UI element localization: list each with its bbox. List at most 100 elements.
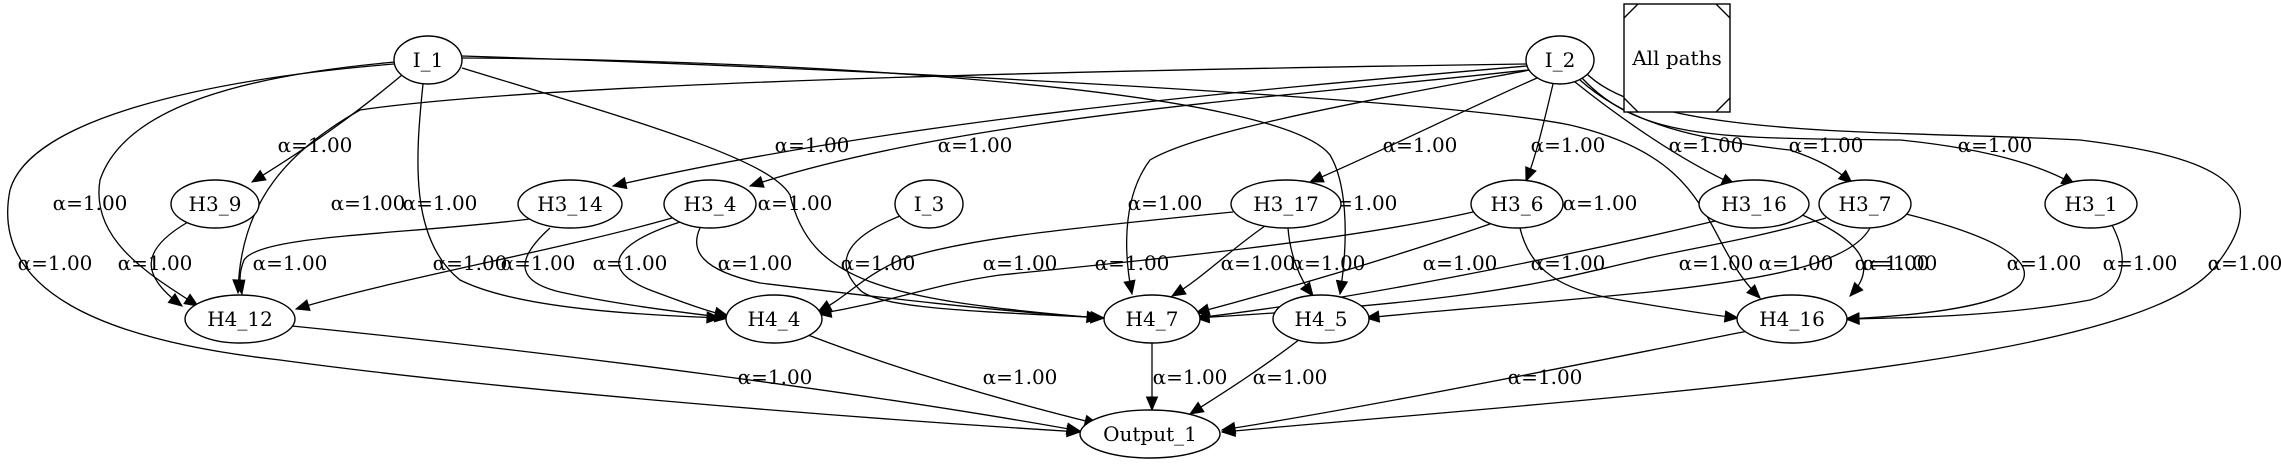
- edge-i3-to-h47: [845, 213, 1105, 319]
- edge-label-i1-to-h44: α=1.00: [403, 191, 478, 215]
- edges-layer: [7, 55, 2242, 438]
- edge-label-h37-to-h45: α=1.00: [1855, 251, 1930, 275]
- arrowhead-i2-to-h37: [1837, 169, 1853, 184]
- edge-label-h37-to-h416: α=1.00: [2007, 251, 2082, 275]
- node-i1: I_1: [393, 35, 463, 85]
- node-ellipse-h37: [1818, 179, 1912, 229]
- edge-label-i1-to-h39: α=1.00: [278, 133, 353, 157]
- arrowhead-h39-to-h412: [167, 292, 184, 307]
- node-h44: H4_4: [725, 294, 823, 344]
- arrowhead-i2-to-h36: [1525, 166, 1537, 183]
- node-label-i3: I_3: [914, 192, 945, 216]
- edge-h31-to-h416: [1845, 224, 2123, 320]
- arrowhead-i1-to-h45: [1335, 279, 1349, 296]
- edge-label-h47-to-output1: α=1.00: [1153, 365, 1228, 389]
- arrowhead-h37-to-h45: [1364, 310, 1381, 323]
- node-ellipse-h316: [1698, 179, 1810, 229]
- edge-label-h36-to-h47: α=1.00: [1423, 251, 1498, 275]
- edge-i1-to-output1: [7, 63, 1081, 433]
- edge-label-i2-to-h47: α=1.00: [1128, 191, 1203, 215]
- edge-label-h44-to-output1: α=1.00: [983, 365, 1058, 389]
- arrowhead-h45-to-output1: [1188, 401, 1205, 415]
- arrowhead-h37-to-h47: [1194, 310, 1210, 324]
- edge-i2-to-h316: [1574, 81, 1736, 186]
- arrowhead-i2-to-h34: [748, 175, 765, 188]
- edge-i1-to-h412: [98, 61, 396, 307]
- arrowhead-h317-to-h47: [1170, 283, 1187, 297]
- edge-label-i3-to-h47: α=1.00: [841, 251, 916, 275]
- edge-label-h316-to-h416: α=1.00: [1863, 251, 1938, 275]
- node-ellipse-h45: [1272, 294, 1370, 344]
- arrowhead-h317-to-h45: [1299, 281, 1314, 298]
- node-label-h47: H4_7: [1126, 307, 1179, 331]
- edge-h412-to-output1: [291, 325, 1081, 432]
- node-label-h34: H3_4: [684, 192, 737, 216]
- node-i3: I_3: [894, 179, 964, 229]
- edge-label-h36-to-h44: α=1.00: [1095, 251, 1170, 275]
- edge-h36-to-h416: [1519, 227, 1739, 319]
- edge-label-i2-to-h412: α=1.00: [331, 191, 406, 215]
- edge-label-i2-to-h36: α=1.00: [1531, 133, 1606, 157]
- edge-label-i2-to-h31: α=1.00: [1958, 133, 2033, 157]
- node-label-h37: H3_7: [1839, 192, 1892, 216]
- arrowhead-i1-to-h44: [706, 311, 722, 324]
- edge-label-i2-to-h37: α=1.00: [1789, 133, 1864, 157]
- node-label-output1: Output_1: [1103, 422, 1197, 446]
- edge-h39-to-h412: [150, 221, 189, 307]
- edge-i2-to-output1: [1221, 71, 2242, 433]
- node-h37: H3_7: [1818, 179, 1912, 229]
- edge-label-h34-to-h44: α=1.00: [593, 251, 668, 275]
- node-ellipse-h314: [517, 179, 623, 229]
- edge-label-i2-to-h314: α=1.00: [775, 133, 850, 157]
- node-label-h316: H3_16: [1721, 192, 1787, 216]
- arrowhead-h416-to-output1: [1220, 421, 1237, 435]
- edge-h317-to-h44: [817, 211, 1234, 313]
- edge-label-i1-to-h412: α=1.00: [53, 191, 128, 215]
- arrowhead-h412-to-output1: [1065, 422, 1082, 435]
- node-ellipse-i1: [393, 35, 463, 85]
- edge-i2-to-h314: [612, 65, 1528, 187]
- edge-label-h37-to-h47: α=1.00: [1759, 251, 1834, 275]
- arrowhead-i2-to-h314: [611, 176, 628, 190]
- arrowhead-i2-to-h47: [1123, 279, 1136, 296]
- node-ellipse-i3: [894, 179, 964, 229]
- node-h412: H4_12: [184, 294, 296, 344]
- edge-i2-to-h47: [1126, 69, 1531, 295]
- node-h31: H3_1: [2044, 179, 2138, 229]
- arrowhead-h36-to-h416: [1723, 310, 1740, 323]
- edge-h36-to-h44: [817, 211, 1474, 315]
- edge-label-h317-to-h45: α=1.00: [1291, 251, 1366, 275]
- node-ellipse-h36: [1470, 179, 1564, 229]
- node-ellipse-h47: [1103, 294, 1201, 344]
- edge-i1-to-h47: [461, 67, 1101, 319]
- edge-h34-to-h44: [618, 221, 729, 317]
- edge-i1-to-h39: [251, 74, 403, 183]
- edge-label-i1-to-output1: α=1.00: [18, 251, 93, 275]
- node-ellipse-h412: [184, 294, 296, 344]
- edge-label-i2-to-h34: α=1.00: [938, 133, 1013, 157]
- edge-h44-to-output1: [807, 334, 1099, 425]
- node-h416: H4_16: [1736, 294, 1848, 344]
- edge-label-h412-to-output1: α=1.00: [738, 365, 813, 389]
- edge-label-h317-to-h47: α=1.00: [1221, 251, 1296, 275]
- edge-i1-to-h44: [417, 83, 721, 319]
- node-label-h39: H3_9: [189, 192, 242, 216]
- edge-label-h34-to-h412: α=1.00: [433, 251, 508, 275]
- arrowhead-i1-to-h416: [1746, 284, 1761, 299]
- edge-i2-to-h31: [1581, 77, 2076, 186]
- edge-label-i2-to-h316: α=1.00: [1669, 133, 1744, 157]
- edge-label-i2-to-output1: α=1.00: [2208, 251, 2281, 275]
- edge-h316-to-h47: [1195, 220, 1716, 319]
- edge-label-h36-to-h416: α=1.00: [1531, 251, 1606, 275]
- node-label-i2: I_2: [1545, 48, 1576, 72]
- edge-i2-to-h317: [1309, 77, 1538, 183]
- edge-label-h416-to-output1: α=1.00: [1508, 365, 1583, 389]
- node-h45: H4_5: [1272, 294, 1370, 344]
- arrowhead-i1-to-h39: [250, 169, 267, 183]
- arrowhead-h314-to-h412: [233, 279, 246, 296]
- edge-label-h314-to-h412: α=1.00: [253, 251, 328, 275]
- edge-h34-to-h412: [295, 217, 673, 310]
- edge-h416-to-output1: [1221, 330, 1749, 431]
